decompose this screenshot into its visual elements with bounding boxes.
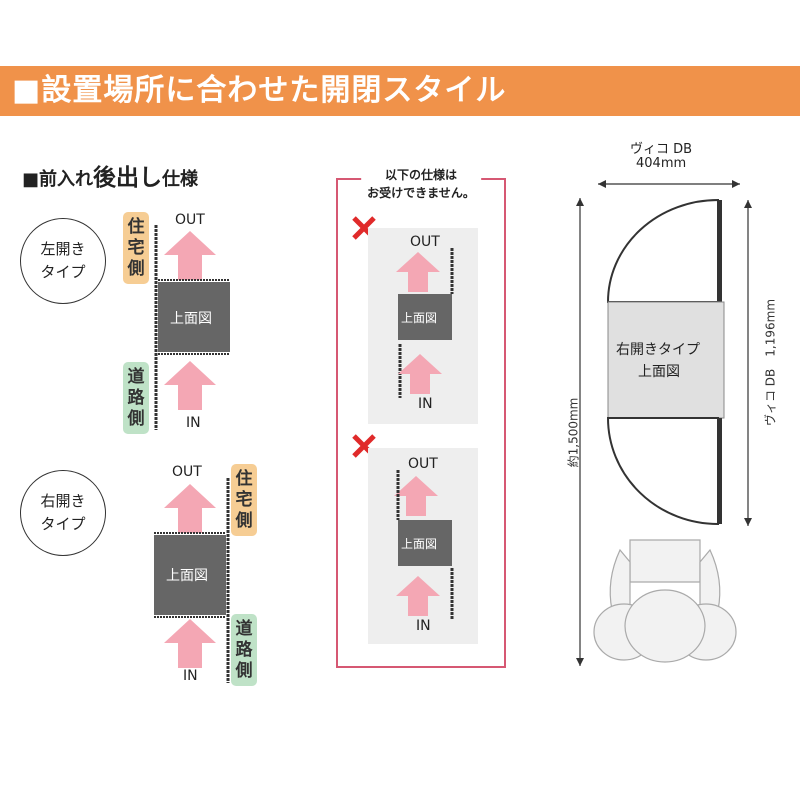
notice-heading: 以下の仕様は お受けできません。 [361, 166, 481, 202]
top-view-title-1: 右開きタイプ [616, 342, 700, 358]
product-box [398, 294, 452, 340]
left-open-label-2: タイプ [40, 263, 86, 281]
not-accepted-panel: 以下の仕様は お受けできません。 OUT IN 上面図 OUT IN 上面図 [336, 166, 506, 668]
out-arrow [164, 231, 216, 280]
in-arrow [164, 619, 216, 668]
left-open-type-badge: 左開き タイプ [20, 218, 106, 304]
person-top-view [593, 539, 737, 663]
out-arrow [164, 484, 216, 533]
top-view-label: 上面図 [401, 311, 437, 325]
in-arrow [396, 576, 440, 616]
in-label: IN [416, 618, 431, 634]
top-door-outline [606, 198, 719, 303]
section-suffix: 仕様 [162, 169, 199, 190]
width-value: 404mm [636, 156, 687, 171]
dimension-drawing: 右開きタイプ 上面図 [576, 180, 752, 666]
product-box [158, 282, 230, 352]
top-view-title-2: 上面図 [638, 364, 680, 380]
body-top-view [607, 301, 725, 419]
page-title: ■設置場所に合わせた開閉スタイル [0, 66, 800, 116]
in-label: IN [183, 668, 198, 684]
width-product-name: ヴィコ DB [630, 142, 693, 157]
out-arrow [396, 252, 440, 292]
road-side-tag: 道 路 側 [123, 362, 149, 434]
bad-example-2: OUT IN 上面図 [368, 448, 478, 644]
top-view-label: 上面図 [401, 537, 437, 551]
bad-example-1: OUT IN 上面図 [368, 228, 478, 424]
section-prefix: ■前入れ [22, 169, 94, 190]
out-arrow [394, 476, 438, 516]
out-label: OUT [175, 212, 205, 228]
right-open-type-badge: 右開き タイプ [20, 470, 106, 556]
right-open-label-2: タイプ [40, 515, 86, 533]
section-emphasis: 後出し [93, 165, 163, 191]
product-box [154, 535, 226, 615]
out-label: OUT [172, 464, 202, 480]
road-side-tag: 道 路 側 [231, 614, 257, 686]
right-open-label-1: 右開き [40, 492, 86, 510]
left-open-label-1: 左開き [40, 240, 86, 258]
out-label: OUT [408, 456, 438, 472]
top-view-label: 上面図 [170, 311, 212, 327]
right-open-diagram: 上面図 [154, 478, 230, 683]
total-dimension-label: 約1,500mm [566, 397, 581, 468]
depth-dimension-label: ヴィコ DB 1,196mm [763, 298, 778, 427]
left-open-diagram: 上面図 [154, 225, 230, 430]
product-box [398, 520, 452, 566]
in-arrow [164, 361, 216, 410]
bad-example-1-drawing: 上面図 [396, 248, 454, 398]
house-side-tag: 住 宅 側 [123, 212, 149, 284]
bad-example-2-drawing: 上面図 [394, 470, 454, 620]
section-title: ■前入れ後出し仕様 [22, 158, 198, 192]
in-label: IN [418, 396, 433, 412]
out-label: OUT [410, 234, 440, 250]
house-side-tag: 住 宅 側 [231, 464, 257, 536]
in-label: IN [186, 415, 201, 431]
bottom-door-outline [606, 417, 719, 526]
top-view-label: 上面図 [166, 568, 208, 584]
in-arrow [398, 354, 442, 394]
